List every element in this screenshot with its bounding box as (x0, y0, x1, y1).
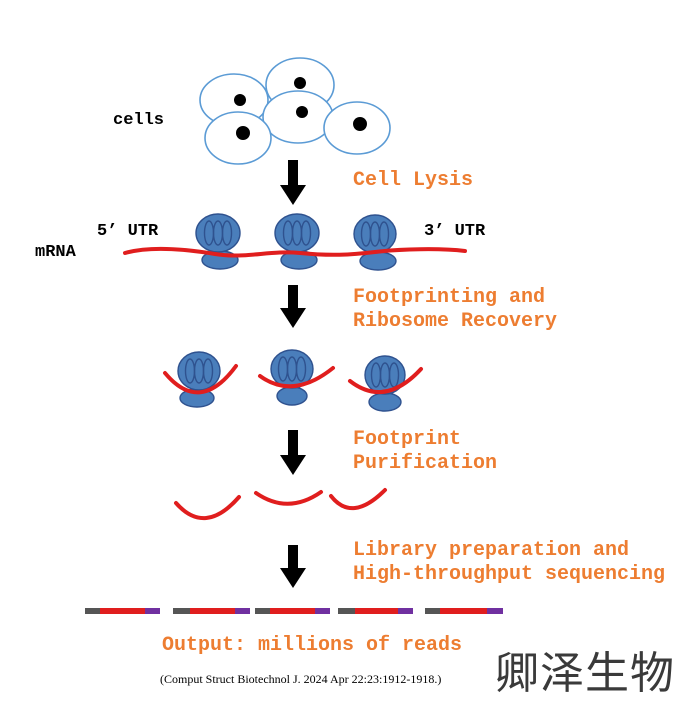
utr-3-label: 3’ UTR (424, 222, 486, 241)
cell-nucleus (353, 117, 367, 131)
cell-membrane (262, 90, 334, 144)
read-adapter (255, 608, 270, 614)
cell-membrane (204, 111, 272, 165)
down-arrow (280, 160, 306, 205)
read-adapter (425, 608, 440, 614)
read-insert (270, 608, 315, 614)
ribosome-rrna-loop (221, 220, 233, 246)
step-label-line: Ribosome Recovery (353, 310, 558, 333)
step-label-purification: Footprint Purification (353, 428, 497, 476)
step-label-line: High-throughput sequencing (353, 563, 666, 586)
ribosome-small-subunit (368, 392, 402, 412)
rna-footprint (329, 488, 387, 511)
read-barcode (487, 608, 503, 614)
ribosome-rrna-loop (295, 356, 307, 382)
read-insert (100, 608, 145, 614)
rna-footprint (174, 495, 241, 520)
cell-nucleus (294, 77, 306, 89)
read-insert (355, 608, 398, 614)
step-label-line: Footprint (353, 428, 462, 451)
translating-ribosomes (123, 213, 467, 271)
cells-label: cells (113, 111, 165, 130)
ribosome (364, 355, 406, 412)
step-label-cell-lysis: Cell Lysis (353, 169, 473, 193)
step-label-line: Footprinting and (353, 286, 546, 309)
sequencing-read (338, 608, 413, 614)
down-arrow (280, 545, 306, 588)
sequencing-read (255, 608, 330, 614)
ribosome-small-subunit (276, 386, 308, 406)
ribosome-rrna-loop (202, 358, 214, 384)
utr-5-label: 5’ UTR (97, 222, 159, 241)
ribosome (195, 213, 241, 270)
rna-footprint (258, 366, 335, 389)
purified-footprints (174, 488, 387, 520)
read-barcode (398, 608, 413, 614)
read-adapter (338, 608, 355, 614)
step-label-line: Library preparation and (353, 539, 630, 562)
ribosome-footprints (163, 349, 423, 412)
cell-nucleus (296, 106, 308, 118)
output-label: Output: millions of reads (162, 634, 463, 657)
read-adapter (85, 608, 100, 614)
rna-footprint (348, 367, 423, 395)
cell (204, 111, 272, 165)
step-label-footprinting: Footprinting and Ribosome Recovery (353, 286, 557, 334)
ribosome-large-subunit (177, 351, 221, 391)
read-insert (440, 608, 487, 614)
down-arrow (280, 285, 306, 328)
cell (323, 101, 391, 155)
rna-footprint (254, 490, 323, 506)
ribosome-large-subunit (274, 213, 320, 253)
cell (199, 73, 269, 127)
ribosome-large-subunit (364, 355, 406, 395)
step-label-line: Cell Lysis (353, 169, 474, 192)
cell-cluster (199, 57, 391, 165)
ribosome (353, 214, 397, 271)
read-adapter (173, 608, 190, 614)
read-barcode (315, 608, 330, 614)
citation: (Comput Struct Biotechnol J. 2024 Apr 22… (160, 672, 442, 686)
ribosome (270, 349, 314, 406)
step-label-sequencing: Library preparation and High-throughput … (353, 539, 665, 587)
watermark: 卿泽生物 (495, 648, 675, 699)
sequencing-read (85, 608, 160, 614)
read-insert (190, 608, 235, 614)
sequencing-read (425, 608, 503, 614)
ribosome-rrna-loop (300, 220, 312, 246)
ribosome (177, 351, 221, 408)
cell-nucleus (234, 94, 246, 106)
mrna-strand (123, 246, 467, 258)
mrna-label: mRNA (35, 243, 76, 262)
ribosome-large-subunit (353, 214, 397, 254)
ribosome-rrna-loop (378, 221, 390, 247)
step-label-line: Purification (353, 452, 498, 475)
sequencing-read (173, 608, 250, 614)
sequencing-reads (85, 608, 503, 614)
cell (262, 90, 334, 144)
read-barcode (235, 608, 250, 614)
read-barcode (145, 608, 160, 614)
down-arrow (280, 430, 306, 475)
ribosome-large-subunit (195, 213, 241, 253)
rna-footprint (163, 364, 238, 395)
cell-nucleus (236, 126, 250, 140)
ribosome (274, 213, 320, 270)
